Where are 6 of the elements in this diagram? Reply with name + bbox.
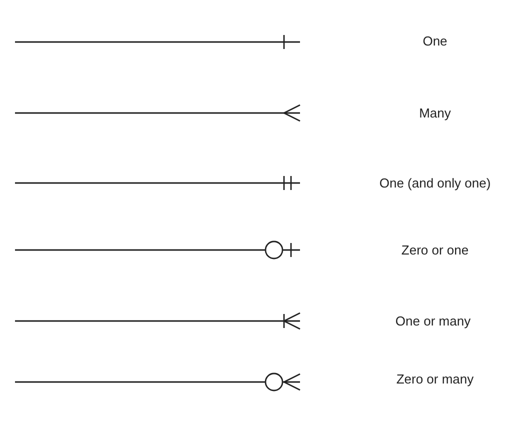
legend-label: Zero or one [401, 242, 469, 258]
legend-label: One [422, 34, 448, 48]
legend-label: Many [419, 106, 451, 120]
legend-label: One or many [395, 314, 471, 328]
legend-label: Zero or many [396, 372, 474, 386]
legend-label: One (and only one) [379, 176, 491, 190]
